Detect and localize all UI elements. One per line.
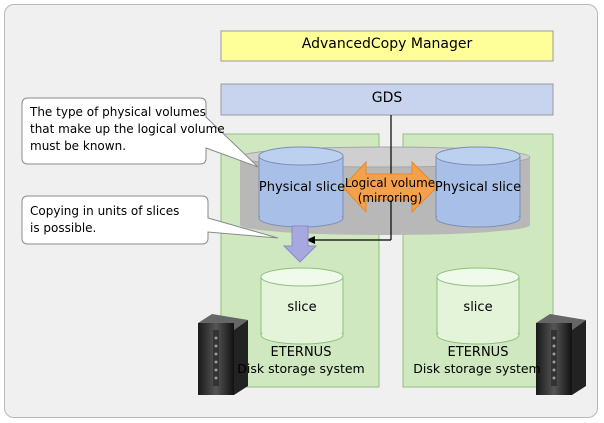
advancedcopy-manager-box <box>220 30 554 62</box>
callout-physical-volumes-line3: must be known. <box>30 139 127 153</box>
gds-label: GDS <box>371 90 403 106</box>
callout-copy-units <box>21 195 279 245</box>
left-storage-name-line1: ETERNUS <box>270 345 332 360</box>
left-slice-cylinder <box>260 267 344 345</box>
callout-physical-volumes-line2: that make up the logical volume <box>30 122 225 136</box>
right-storage-name-line2: Disk storage system <box>413 361 541 376</box>
left-slice-label: slice <box>287 300 317 315</box>
orange-double-arrow-icon <box>342 160 438 214</box>
storage-tower-icon <box>198 314 248 395</box>
advancedcopy-manager-label: AdvancedCopy Manager <box>301 36 473 52</box>
right-slice-cylinder <box>436 267 520 345</box>
callout-copy-units-line2: is possible. <box>30 221 97 235</box>
mirroring-label: (mirroring) <box>357 191 423 205</box>
left-physical-slice-label: Physical slice <box>258 180 346 195</box>
right-physical-slice-label: Physical slice <box>434 180 522 195</box>
right-slice-label: slice <box>463 300 493 315</box>
storage-tower-icon <box>536 314 586 395</box>
logical-volume-label: Logical volume <box>344 176 436 190</box>
right-storage-name-line1: ETERNUS <box>447 345 509 360</box>
callout-physical-volumes <box>21 97 259 168</box>
left-physical-slice-cylinder <box>258 146 344 228</box>
right-physical-slice-cylinder <box>435 146 521 228</box>
callout-copy-units-line1: Copying in units of slices <box>30 204 180 218</box>
left-storage-name-line2: Disk storage system <box>237 361 365 376</box>
callout-physical-volumes-line1: The type of physical volumes <box>30 105 206 119</box>
gds-box <box>220 83 554 116</box>
down-arrow-icon <box>282 225 318 263</box>
